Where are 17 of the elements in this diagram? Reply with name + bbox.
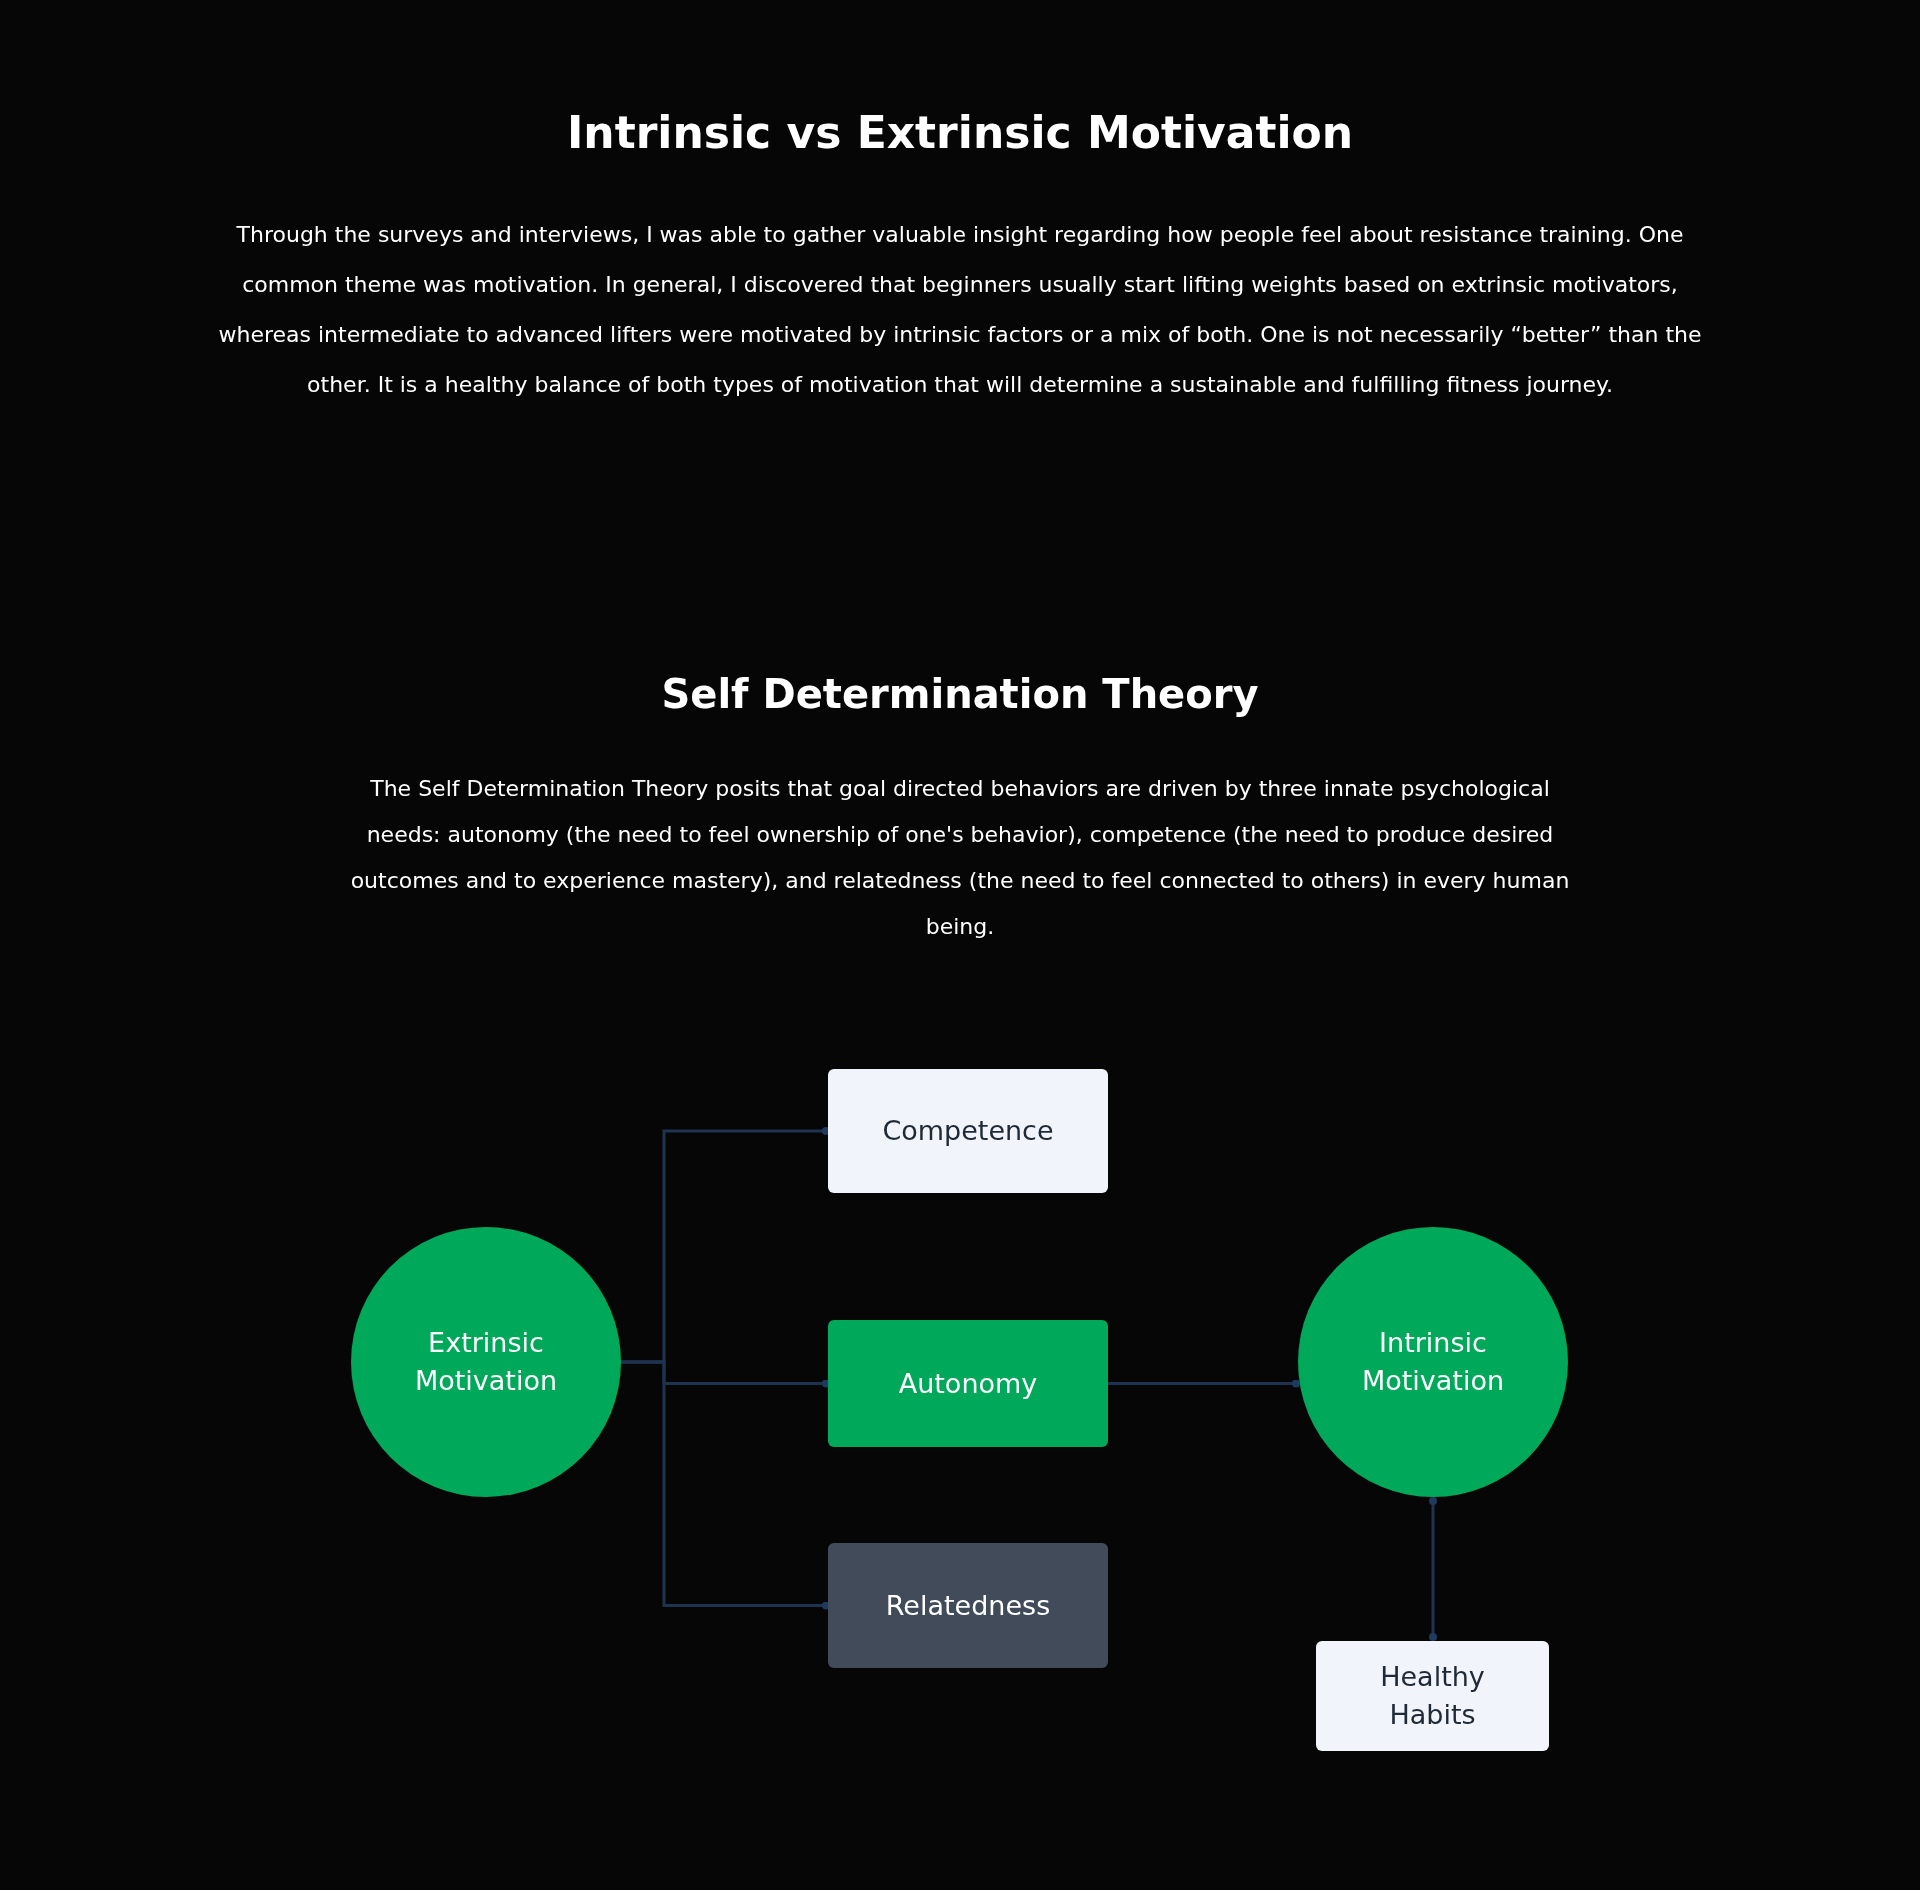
node-label: Relatedness [885,1588,1051,1623]
connector-line [1108,1379,1300,1388]
process-box [828,1543,1108,1668]
process-box [828,1320,1108,1447]
node-label: Healthy Habits [1379,1660,1486,1732]
node-label: Autonomy [898,1366,1038,1401]
node-label: Intrinsic Motivation [1360,1326,1506,1398]
connector-line [621,1360,830,1610]
title: Intrinsic vs Extrinsic Motivation [565,106,1355,160]
process-box [828,1069,1108,1193]
node-label: Extrinsic Motivation [413,1326,559,1398]
intro-paragraph: Through the surveys and interviews, I was able to gather valuable insight regarding how people feel about resistance training. One common theme was motivation. In general, I discovered that beginners usually start lifting weights based on extrinsic motivators, whereas intermediate to advanced lifters were motivated by intrinsic factors or a mix of both. One is not necessarily “better” than the other. It is a healthy balance of both types of motivation that will determine a sustainable and fulfilling fitness journey. [217,221,1703,399]
section-heading: Self Determination Theory [660,670,1260,719]
node-label: Competence [882,1114,1054,1148]
theory-paragraph: The Self Determination Theory posits that goal directed behaviors are driven by three innate psychological needs: autonomy (the need to feel ownership of one's behavior), competence (the need to produce desired outcomes and to experience mastery), and relatedness (the need to feel connected to others) in every human being. [349,775,1571,941]
process-box [1316,1641,1549,1751]
connector-line [1429,1497,1437,1641]
